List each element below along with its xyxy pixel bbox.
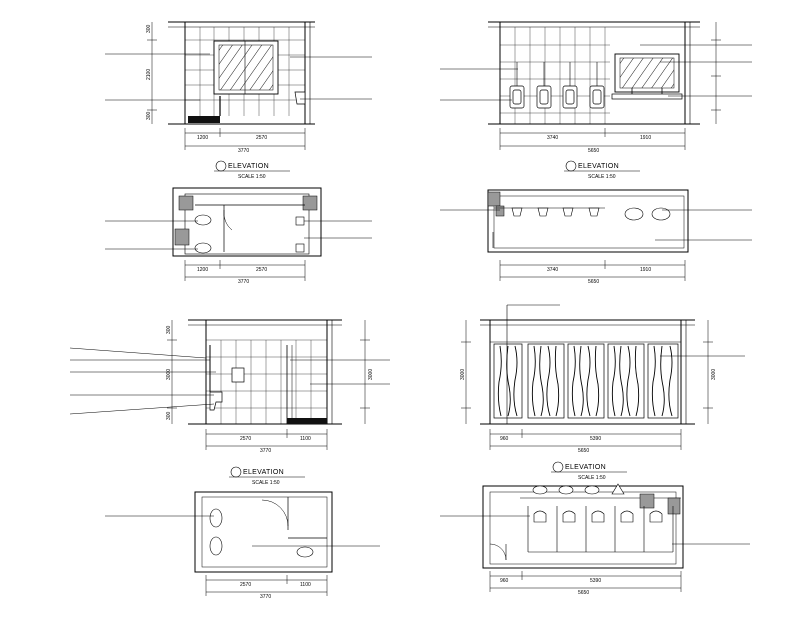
panel-d-elevation: 3000 3000 960 5390 5650 ELEVATION SCALE … [460, 304, 745, 481]
dim-b-seg2: 1910 [640, 135, 651, 141]
plan-c-seg2: 1100 [300, 582, 311, 588]
dim-d-total: 5650 [578, 448, 589, 454]
panel-c-elevation: 300 3000 300 3000 2570 1100 3770 ELEVATI… [69, 319, 390, 486]
dim-a-total: 3770 [238, 148, 249, 154]
plan-a-seg2: 2570 [256, 267, 267, 273]
basin-plan-icon [624, 207, 644, 221]
dim-a-seg1: 1200 [197, 135, 208, 141]
dim-c-total: 3770 [260, 448, 271, 454]
title-a-label: ELEVATION [228, 163, 269, 170]
dim-d-left-mid: 3000 [460, 369, 466, 380]
panel-b-elevation: 3740 1910 5650 ELEVATION SCALE 1:50 [440, 21, 752, 180]
cubicle-partitions [493, 343, 679, 419]
dim-c-left-low: 300 [166, 411, 172, 420]
toilet-plan-icon [194, 214, 212, 226]
dim-c-right-mid: 3000 [368, 369, 374, 380]
panel-a-plan: 1200 2570 3770 [105, 187, 372, 285]
toilet-stall-row-icon [533, 510, 663, 523]
plan-d-total: 5650 [578, 590, 589, 596]
plan-d-seg1: 960 [500, 578, 509, 584]
plan-a-total: 3770 [238, 279, 249, 285]
dim-b-seg1: 3740 [547, 135, 558, 141]
dim-d-seg1: 960 [500, 436, 509, 442]
dim-c-left-mid: 3000 [166, 369, 172, 380]
plan-c-seg1: 2570 [240, 582, 251, 588]
title-c-scale: SCALE 1:50 [252, 480, 280, 486]
title-d-label: ELEVATION [565, 464, 606, 471]
floor-drain-a [188, 116, 220, 123]
title-a-scale: SCALE 1:50 [238, 174, 266, 180]
panel-b-plan: 3740 1910 5650 [440, 189, 752, 285]
dim-b-total: 5650 [588, 148, 599, 154]
panel-a-elevation: 300 2100 300 1200 2570 3770 ELEVATION SC… [105, 21, 372, 180]
dim-a-seg2: 2570 [256, 135, 267, 141]
dim-d-right-mid: 3000 [711, 369, 717, 380]
basin-row-plan-icon [532, 485, 600, 495]
plan-d-seg2: 5390 [590, 578, 601, 584]
panel-d-plan: 960 5390 5650 [440, 483, 750, 596]
urinal-plan-icon [511, 207, 600, 217]
plan-b-seg1: 3740 [547, 267, 558, 273]
title-c-label: ELEVATION [243, 469, 284, 476]
dim-c-seg2: 1100 [300, 436, 311, 442]
toilet-side-icon [209, 391, 223, 411]
plan-b-total: 5650 [588, 279, 599, 285]
plan-c-total: 3770 [260, 594, 271, 600]
title-b-label: ELEVATION [578, 163, 619, 170]
dim-a-left-low: 300 [146, 111, 152, 120]
urinal-row-icon [509, 85, 605, 109]
dim-c-seg1: 2570 [240, 436, 251, 442]
title-b-scale: SCALE 1:50 [588, 174, 616, 180]
dim-a-left-mid: 2100 [146, 69, 152, 80]
plan-a-seg1: 1200 [197, 267, 208, 273]
dim-d-seg2: 5390 [590, 436, 601, 442]
panel-c-plan: 2570 1100 3770 [105, 491, 380, 600]
dim-c-left-top: 300 [166, 325, 172, 334]
plan-b-seg2: 1910 [640, 267, 651, 273]
title-d-scale: SCALE 1:50 [578, 475, 606, 481]
dim-a-left-top: 300 [146, 24, 152, 33]
